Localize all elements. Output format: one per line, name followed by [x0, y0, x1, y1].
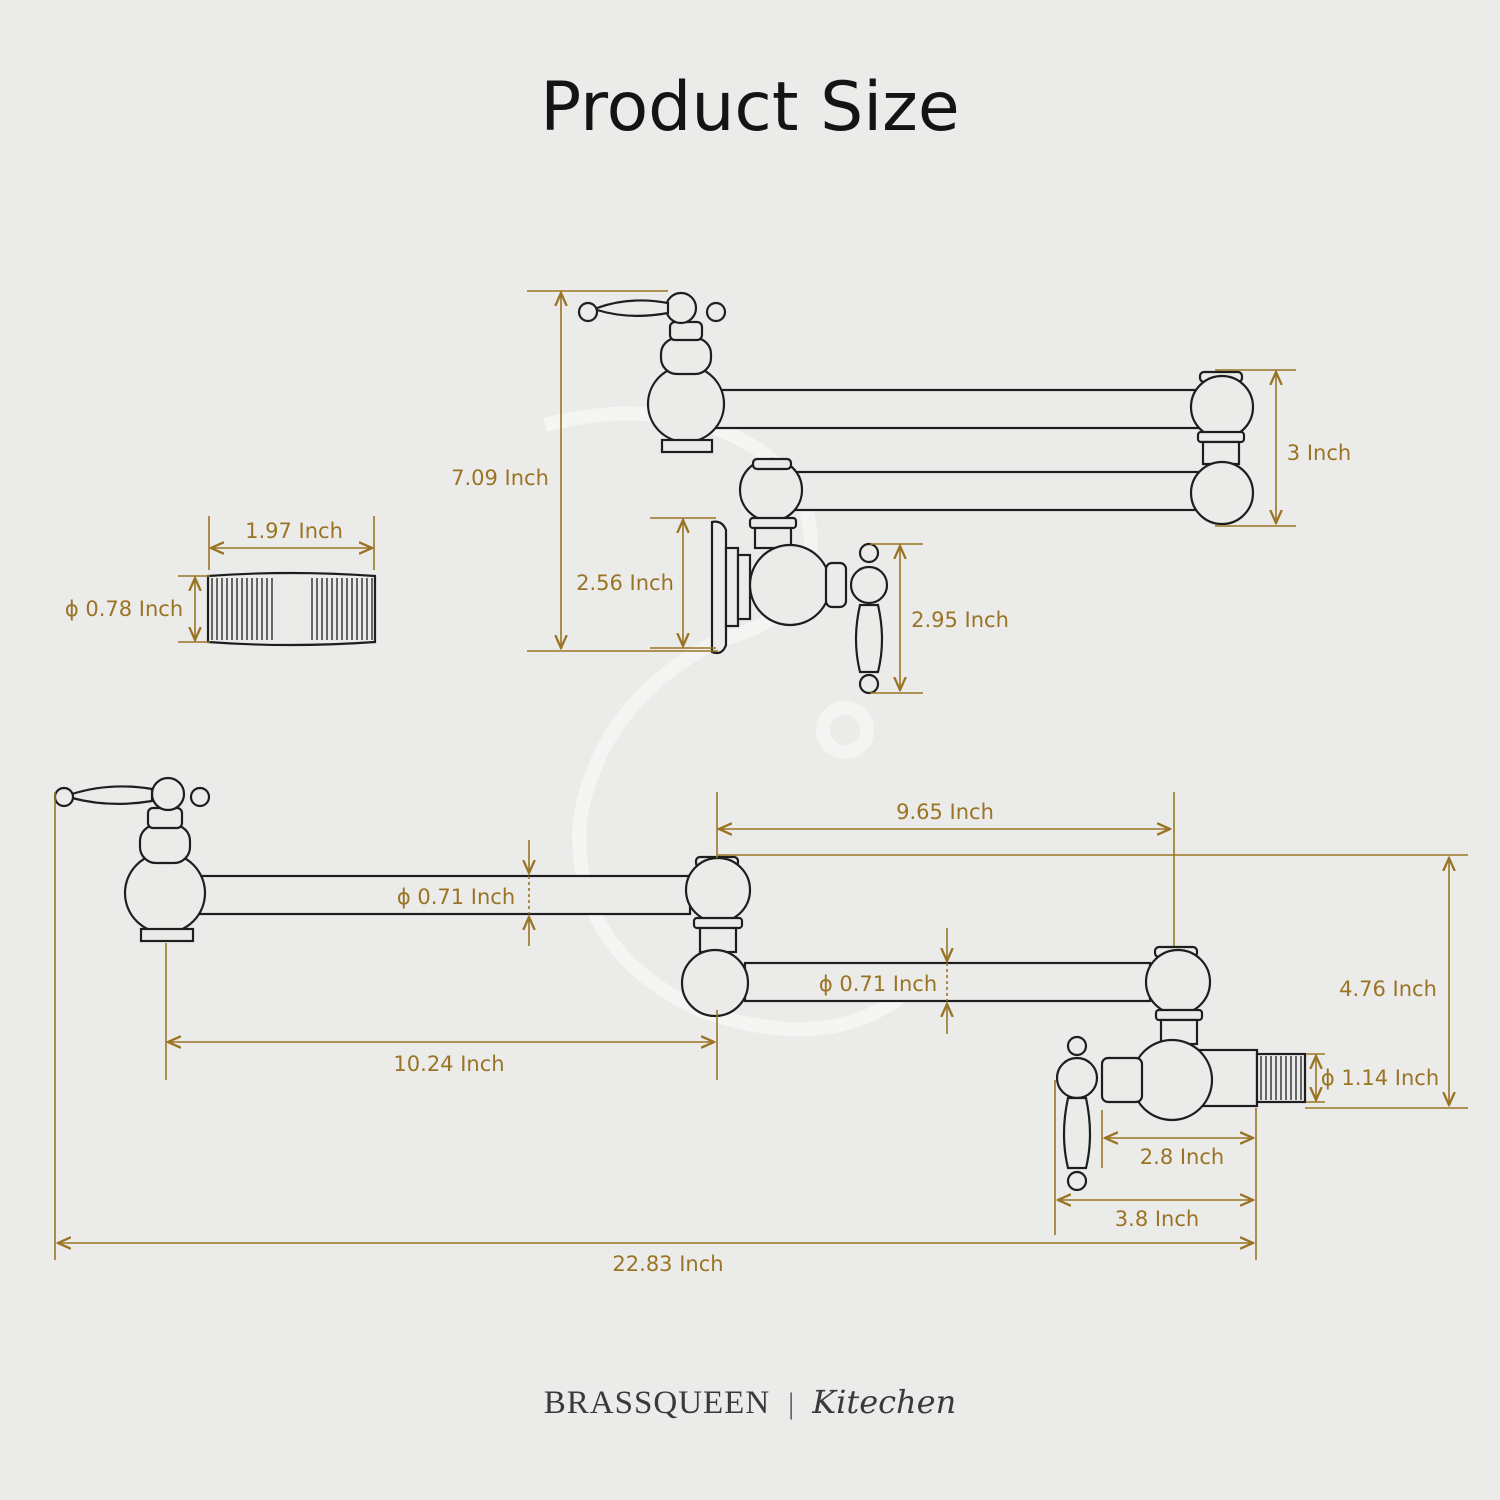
dimension-lines — [54, 290, 1468, 1260]
dim-upper-arm-length: 10.24 Inch — [393, 1052, 504, 1076]
dim-depth: 4.76 Inch — [1339, 977, 1437, 1001]
dim-total-length: 22.83 Inch — [612, 1252, 723, 1276]
faucet-folded-view — [577, 291, 1255, 695]
brand-line: Kitechen — [812, 1383, 957, 1421]
dim-arm-height: 3 Inch — [1287, 441, 1351, 465]
connector-thread — [206, 571, 377, 647]
dim-base-length: 2.8 Inch — [1140, 1145, 1224, 1169]
dim-height-total: 7.09 Inch — [451, 466, 549, 490]
dim-connector-length: 1.97 Inch — [245, 519, 343, 543]
brand-name: BRASSQUEEN — [543, 1385, 771, 1421]
dim-inlet-diameter: ϕ 1.14 Inch — [1321, 1066, 1439, 1090]
brand-footer: BRASSQUEEN | Kitechen — [0, 1383, 1500, 1422]
page-title: Product Size — [540, 68, 960, 147]
dim-connector-diameter: ϕ 0.78 Inch — [65, 597, 183, 621]
dim-lower-arm-length: 9.65 Inch — [896, 800, 994, 824]
dim-wall-plate: 2.56 Inch — [576, 571, 674, 595]
dim-base-with-handle: 3.8 Inch — [1115, 1207, 1199, 1231]
dim-lower-arm-diameter: ϕ 0.71 Inch — [819, 972, 937, 996]
dim-upper-arm-diameter: ϕ 0.71 Inch — [397, 885, 515, 909]
dim-handle-height: 2.95 Inch — [911, 608, 1009, 632]
brand-separator: | — [788, 1387, 795, 1420]
faucet-extended-view — [53, 776, 1307, 1192]
